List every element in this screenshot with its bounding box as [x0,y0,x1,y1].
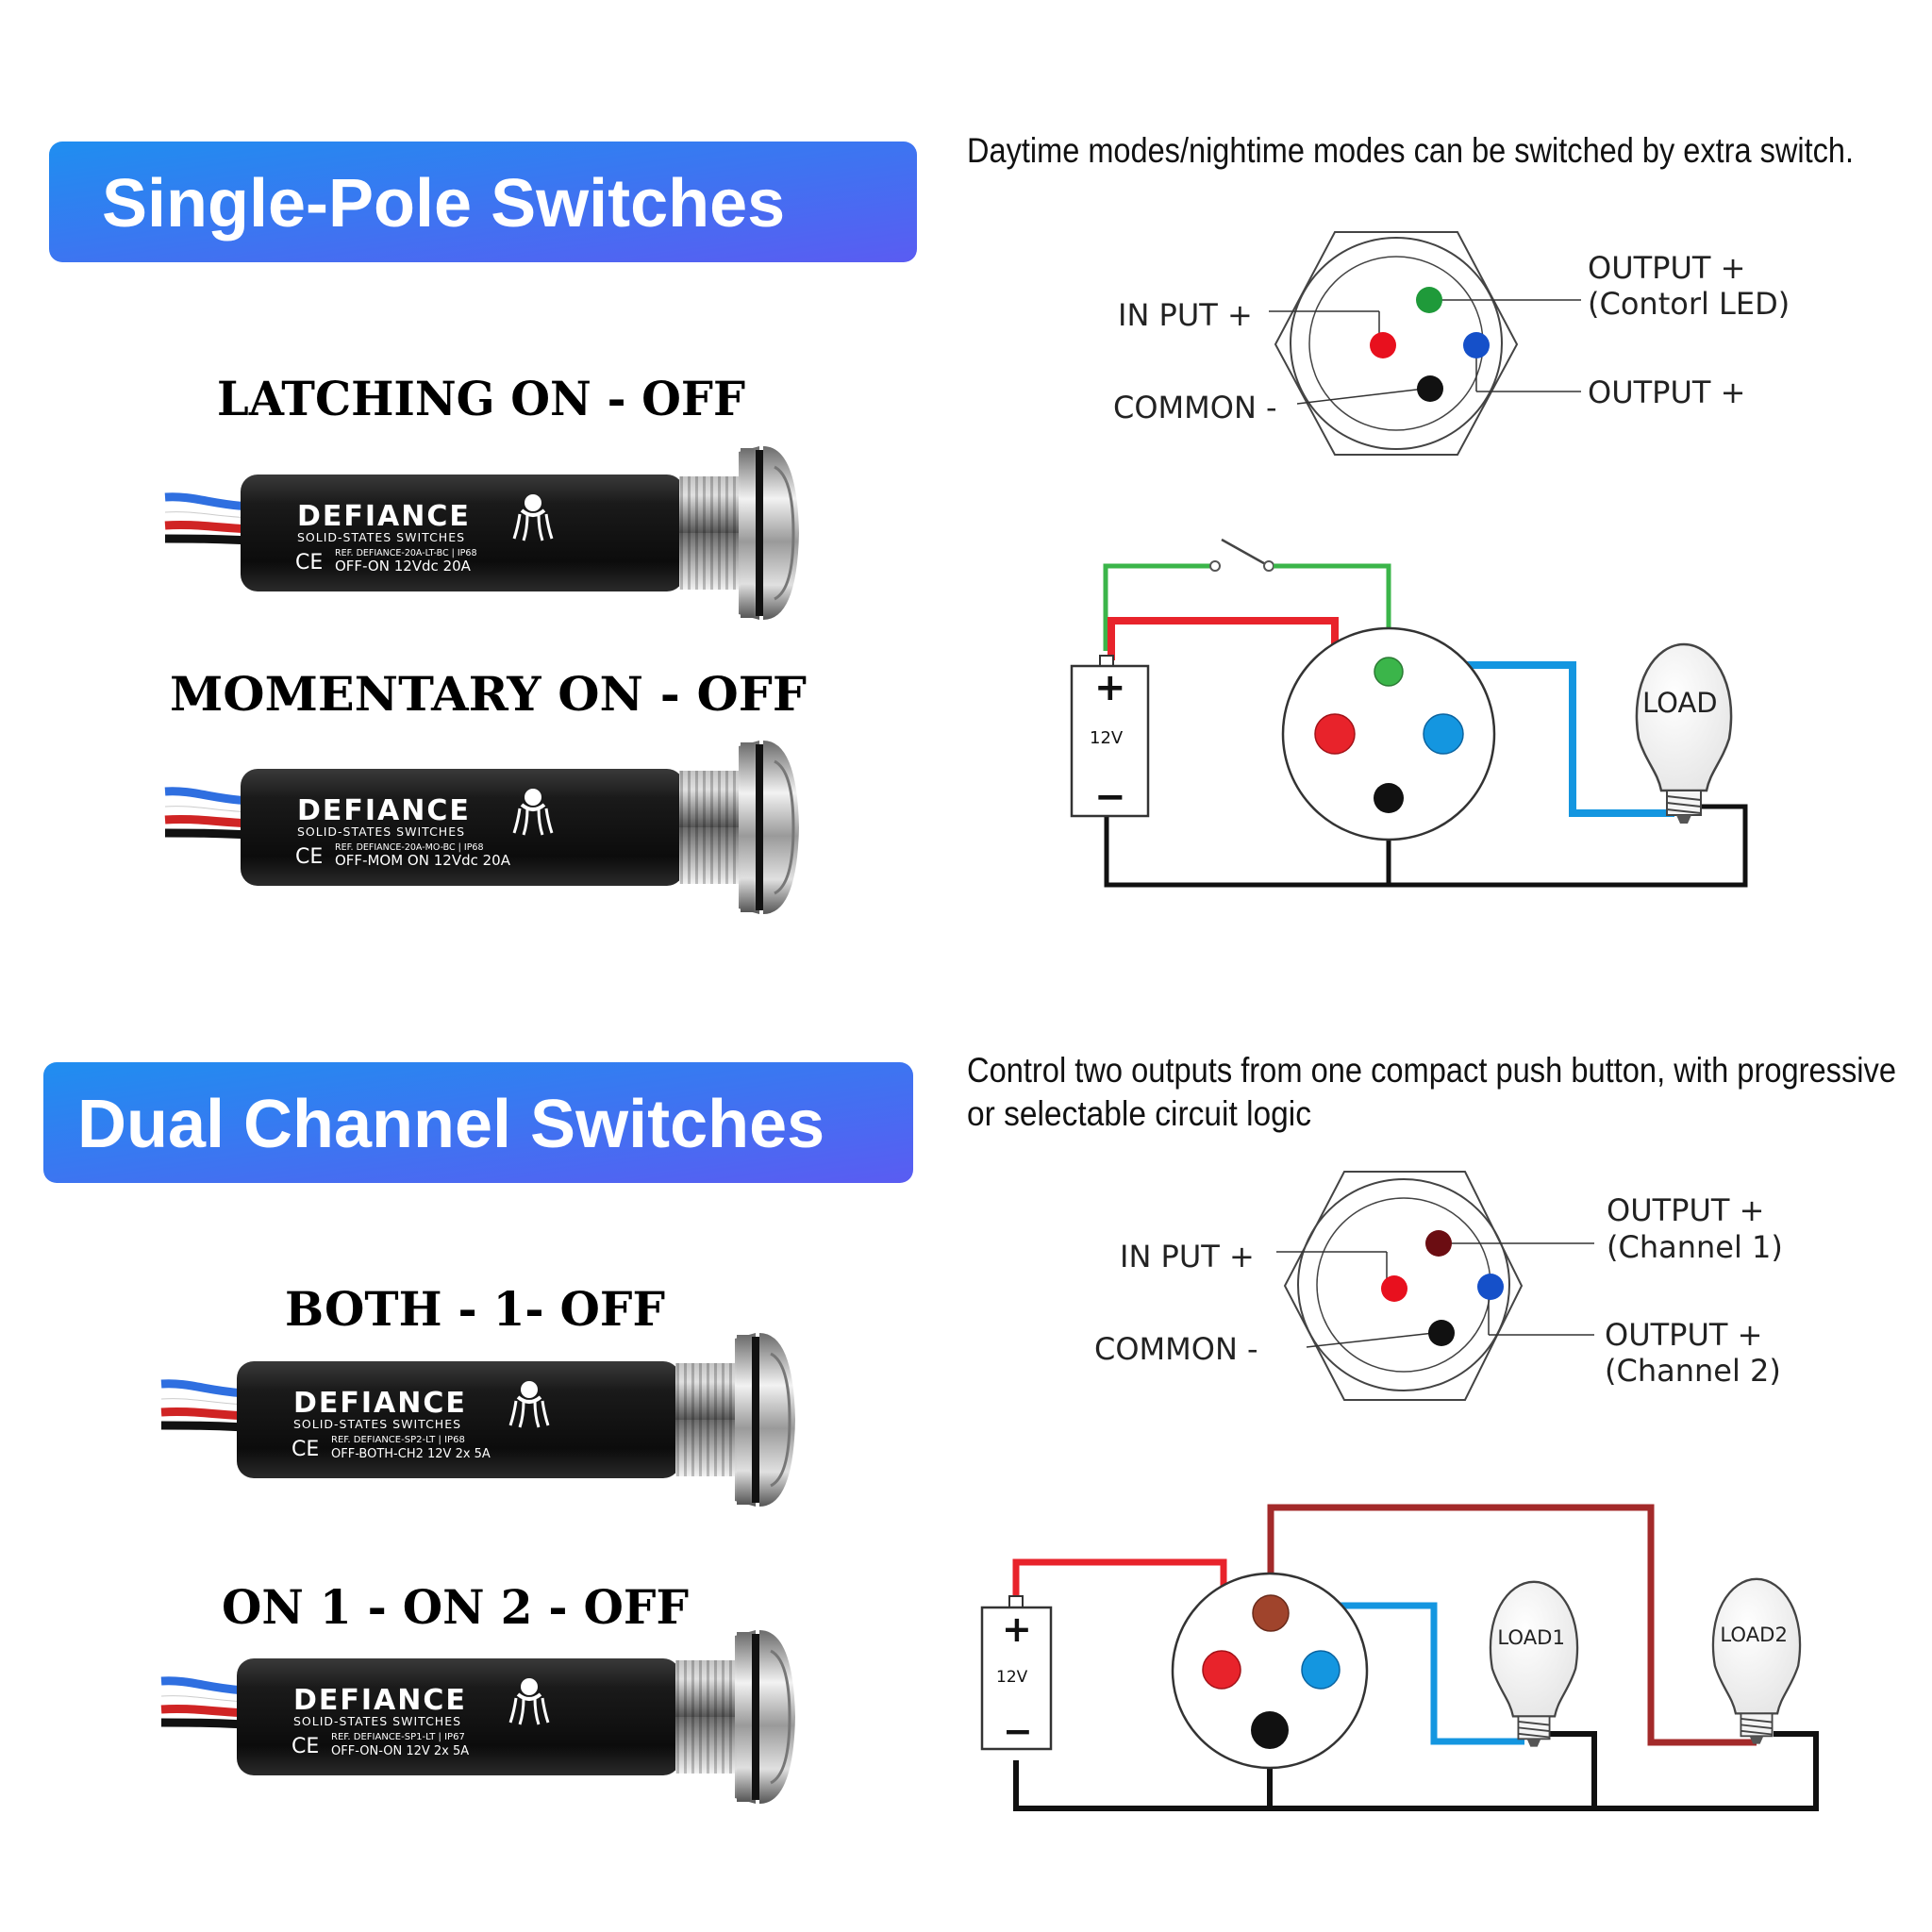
ce-mark-icon: CE [291,1735,319,1758]
pin-label-common: COMMON - [1113,390,1277,425]
battery-plus-icon: + [1094,666,1126,709]
product-rating: OFF-BOTH-CH2 12V 2x 5A [331,1447,491,1461]
load2-label: LOAD2 [1720,1623,1788,1646]
product-rating: OFF-ON 12Vdc 20A [335,558,472,575]
product-subtitle: SOLID-STATES SWITCHES [293,1417,461,1431]
switch-product-on1-on2: DEFIANCE SOLID-STATES SWITCHES CE REF. D… [161,1630,795,1804]
extra-switch-lever [1221,538,1270,568]
pin-label-output-top-sub: (Contorl LED) [1588,286,1790,322]
product-subtitle: SOLID-STATES SWITCHES [297,530,465,544]
wire-green-switch [1103,563,1215,651]
battery-voltage: 12V [996,1668,1028,1687]
pin-label-output-top: OUTPUT + [1588,250,1745,286]
pin-label-output-right: OUTPUT + [1588,375,1745,410]
product-ref: REF. DEFIANCE-SP1-LT | IP67 [331,1732,465,1742]
pin-input [1370,332,1396,358]
product-mode-momentary: MOMENTARY ON - OFF [170,666,807,722]
load1-bulb-icon: LOAD1 [1489,1580,1579,1748]
pin-label-input: IN PUT + [1118,297,1253,333]
battery-12v [1070,664,1150,818]
pin-label-output2: OUTPUT + [1605,1317,1762,1353]
pin-label-common: COMMON - [1094,1331,1258,1367]
product-subtitle: SOLID-STATES SWITCHES [297,824,465,839]
pin-output [1463,332,1490,358]
pin-label-output1-sub: (Channel 1) [1607,1229,1783,1265]
single-pole-note: Daytime modes/nightime modes can be swit… [967,131,1854,170]
single-pole-section: Single-Pole Switches Daytime modes/night… [49,131,1854,914]
terminal-blue [1423,713,1464,755]
load-label: LOAD [1642,687,1718,719]
load1-label: LOAD1 [1497,1625,1565,1649]
terminal-brown [1252,1594,1290,1632]
single-pole-wiring: + 12V − LOAD [1070,538,1748,888]
pin-label-input: IN PUT + [1120,1239,1255,1274]
dual-channel-note-line1: Control two outputs from one compact pus… [967,1051,1896,1090]
dual-channel-banner-title: Dual Channel Switches [77,1087,824,1162]
switch-product-both: DEFIANCE SOLID-STATES SWITCHES CE REF. D… [161,1333,795,1507]
switch-product-momentary: DEFIANCE SOLID-STATES SWITCHES CE REF. D… [165,741,799,914]
pin-output-led [1416,287,1442,313]
pin-label-output1: OUTPUT + [1607,1192,1764,1228]
dual-channel-pinout: IN PUT + COMMON - OUTPUT + (Channel 1) O… [1094,1171,1783,1401]
load2-bulb-icon: LOAD2 [1711,1577,1802,1745]
wire-darkred-ch1 [1267,1504,1757,1746]
product-rating: OFF-ON-ON 12V 2x 5A [331,1744,469,1758]
battery-minus-icon: − [1094,775,1126,819]
product-ref: REF. DEFIANCE-20A-MO-BC | IP68 [335,842,484,853]
single-pole-banner [49,142,917,262]
pin-common [1428,1320,1455,1346]
product-mode-both: BOTH - 1- OFF [285,1281,665,1337]
terminal-black [1374,783,1404,813]
connector-face [1171,1572,1369,1770]
battery-minus-icon: − [1003,1710,1033,1752]
wire-black-ground [1104,804,1748,888]
dual-channel-section: Dual Channel Switches Control two output… [43,1051,1896,1811]
product-ref: REF. DEFIANCE-20A-LT-BC | IP68 [335,548,477,558]
battery-plus-icon: + [1002,1608,1032,1650]
product-brand: DEFIANCE [297,794,471,827]
bezel-outer-ring [1290,237,1503,450]
terminal-blue [1301,1650,1341,1690]
ce-mark-icon: CE [295,845,323,869]
single-pole-banner-title: Single-Pole Switches [102,166,785,242]
dual-channel-wiring: + 12V − LOAD1 LOAD2 [980,1504,1819,1811]
terminal-black [1251,1711,1289,1749]
product-brand: DEFIANCE [293,1684,467,1717]
single-pole-pinout: IN PUT + COMMON - OUTPUT + (Contorl LED)… [1113,231,1790,456]
switch-product-latching: DEFIANCE SOLID-STATES SWITCHES CE REF. D… [165,446,799,620]
product-brand: DEFIANCE [297,500,471,533]
pin-common [1417,375,1443,402]
pin-output-ch2 [1477,1274,1504,1300]
ce-mark-icon: CE [295,551,323,575]
dual-channel-note-line2: or selectable circuit logic [967,1094,1311,1133]
battery-voltage: 12V [1090,728,1124,748]
product-rating: OFF-MOM ON 12Vdc 20A [335,852,511,869]
product-subtitle: SOLID-STATES SWITCHES [293,1714,461,1728]
terminal-red [1314,713,1356,755]
product-mode-on1-on2: ON 1 - ON 2 - OFF [222,1579,689,1635]
terminal-red [1202,1650,1241,1690]
load-bulb-icon: LOAD [1635,642,1733,825]
pin-output-ch1 [1425,1230,1452,1257]
wire-black-ground [1013,1731,1819,1811]
connector-face [1281,626,1496,841]
bezel-outer-ring [1297,1178,1510,1391]
product-mode-latching: LATCHING ON - OFF [217,371,745,426]
pin-input [1381,1275,1407,1302]
product-ref: REF. DEFIANCE-SP2-LT | IP68 [331,1435,465,1445]
dual-channel-banner [43,1062,913,1183]
pin-label-output2-sub: (Channel 2) [1605,1353,1781,1389]
battery-12v [980,1606,1053,1751]
ce-mark-icon: CE [291,1438,319,1461]
product-brand: DEFIANCE [293,1387,467,1420]
terminal-green [1374,657,1404,687]
